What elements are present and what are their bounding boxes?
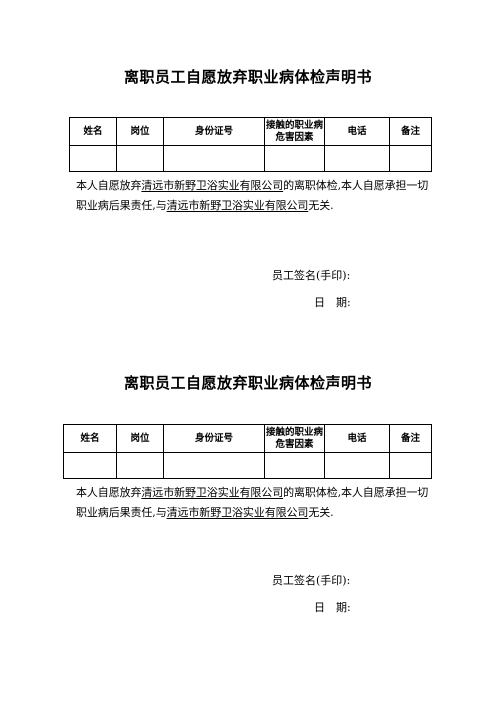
company-name: 清远市新野卫浴实业有限公司 bbox=[166, 199, 309, 212]
cell-position[interactable] bbox=[116, 452, 164, 479]
statement-text-1: 本人自愿放弃 bbox=[76, 179, 142, 192]
cell-phone[interactable] bbox=[324, 145, 390, 172]
cell-remarks[interactable] bbox=[389, 452, 432, 479]
company-name: 清远市新野卫浴实业有限公司 bbox=[141, 179, 284, 192]
cell-hazard-factors[interactable] bbox=[264, 452, 325, 479]
cell-hazard-factors[interactable] bbox=[264, 145, 325, 172]
statement-paragraph: 本人自愿放弃清远市新野卫浴实业有限公司的离职体检,本人自愿承担一切职业病后果责任… bbox=[76, 483, 432, 523]
employee-info-table: 姓名 岗位 身份证号 接触的职业病危害因素 电话 备注 bbox=[69, 117, 432, 172]
signature-label: 员工签名(手印): bbox=[272, 269, 351, 282]
header-name: 姓名 bbox=[69, 117, 117, 146]
statement-text-3: 无关. bbox=[308, 506, 334, 519]
table-header-row: 姓名 岗位 身份证号 接触的职业病危害因素 电话 备注 bbox=[69, 117, 432, 146]
declaration-title: 离职员工自愿放弃职业病体检声明书 bbox=[123, 68, 372, 86]
date-label: 日 期: bbox=[314, 601, 351, 614]
cell-id-number[interactable] bbox=[163, 145, 265, 172]
header-id-number: 身份证号 bbox=[163, 117, 265, 146]
cell-id-number[interactable] bbox=[163, 452, 265, 479]
declaration-section-1: 离职员工自愿放弃职业病体检声明书 姓名 岗位 身份证号 接触的职业病危害因素 电… bbox=[0, 0, 496, 330]
header-id-number: 身份证号 bbox=[163, 424, 265, 453]
employee-info-table: 姓名 岗位 身份证号 接触的职业病危害因素 电话 备注 bbox=[63, 424, 432, 479]
company-name: 清远市新野卫浴实业有限公司 bbox=[166, 506, 309, 519]
cell-remarks[interactable] bbox=[389, 145, 432, 172]
header-hazard-factors: 接触的职业病危害因素 bbox=[264, 424, 325, 453]
header-position: 岗位 bbox=[116, 117, 164, 146]
statement-text-1: 本人自愿放弃 bbox=[76, 486, 142, 499]
statement-text-3: 无关. bbox=[308, 199, 334, 212]
declaration-title: 离职员工自愿放弃职业病体检声明书 bbox=[123, 374, 372, 392]
table-header-row: 姓名 岗位 身份证号 接触的职业病危害因素 电话 备注 bbox=[63, 424, 432, 453]
statement-paragraph: 本人自愿放弃清远市新野卫浴实业有限公司的离职体检,本人自愿承担一切职业病后果责任… bbox=[76, 176, 432, 216]
date-label: 日 期: bbox=[314, 296, 351, 309]
header-phone: 电话 bbox=[324, 424, 390, 453]
cell-name[interactable] bbox=[63, 452, 117, 479]
cell-position[interactable] bbox=[116, 145, 164, 172]
header-hazard-factors: 接触的职业病危害因素 bbox=[264, 117, 325, 146]
table-row bbox=[69, 145, 432, 172]
header-remarks: 备注 bbox=[389, 424, 432, 453]
company-name: 清远市新野卫浴实业有限公司 bbox=[141, 486, 284, 499]
header-position: 岗位 bbox=[116, 424, 164, 453]
statement-text-2: 的离职体检,本人自愿承担一切职业病后果责任,与 bbox=[76, 486, 429, 519]
header-remarks: 备注 bbox=[389, 117, 432, 146]
declaration-section-2: 离职员工自愿放弃职业病体检声明书 姓名 岗位 身份证号 接触的职业病危害因素 电… bbox=[0, 305, 496, 635]
statement-text-2: 的离职体检,本人自愿承担一切职业病后果责任,与 bbox=[76, 179, 429, 212]
table-row bbox=[63, 452, 432, 479]
header-name: 姓名 bbox=[63, 424, 117, 453]
cell-phone[interactable] bbox=[324, 452, 390, 479]
cell-name[interactable] bbox=[69, 145, 117, 172]
signature-label: 员工签名(手印): bbox=[272, 574, 351, 587]
header-phone: 电话 bbox=[324, 117, 390, 146]
